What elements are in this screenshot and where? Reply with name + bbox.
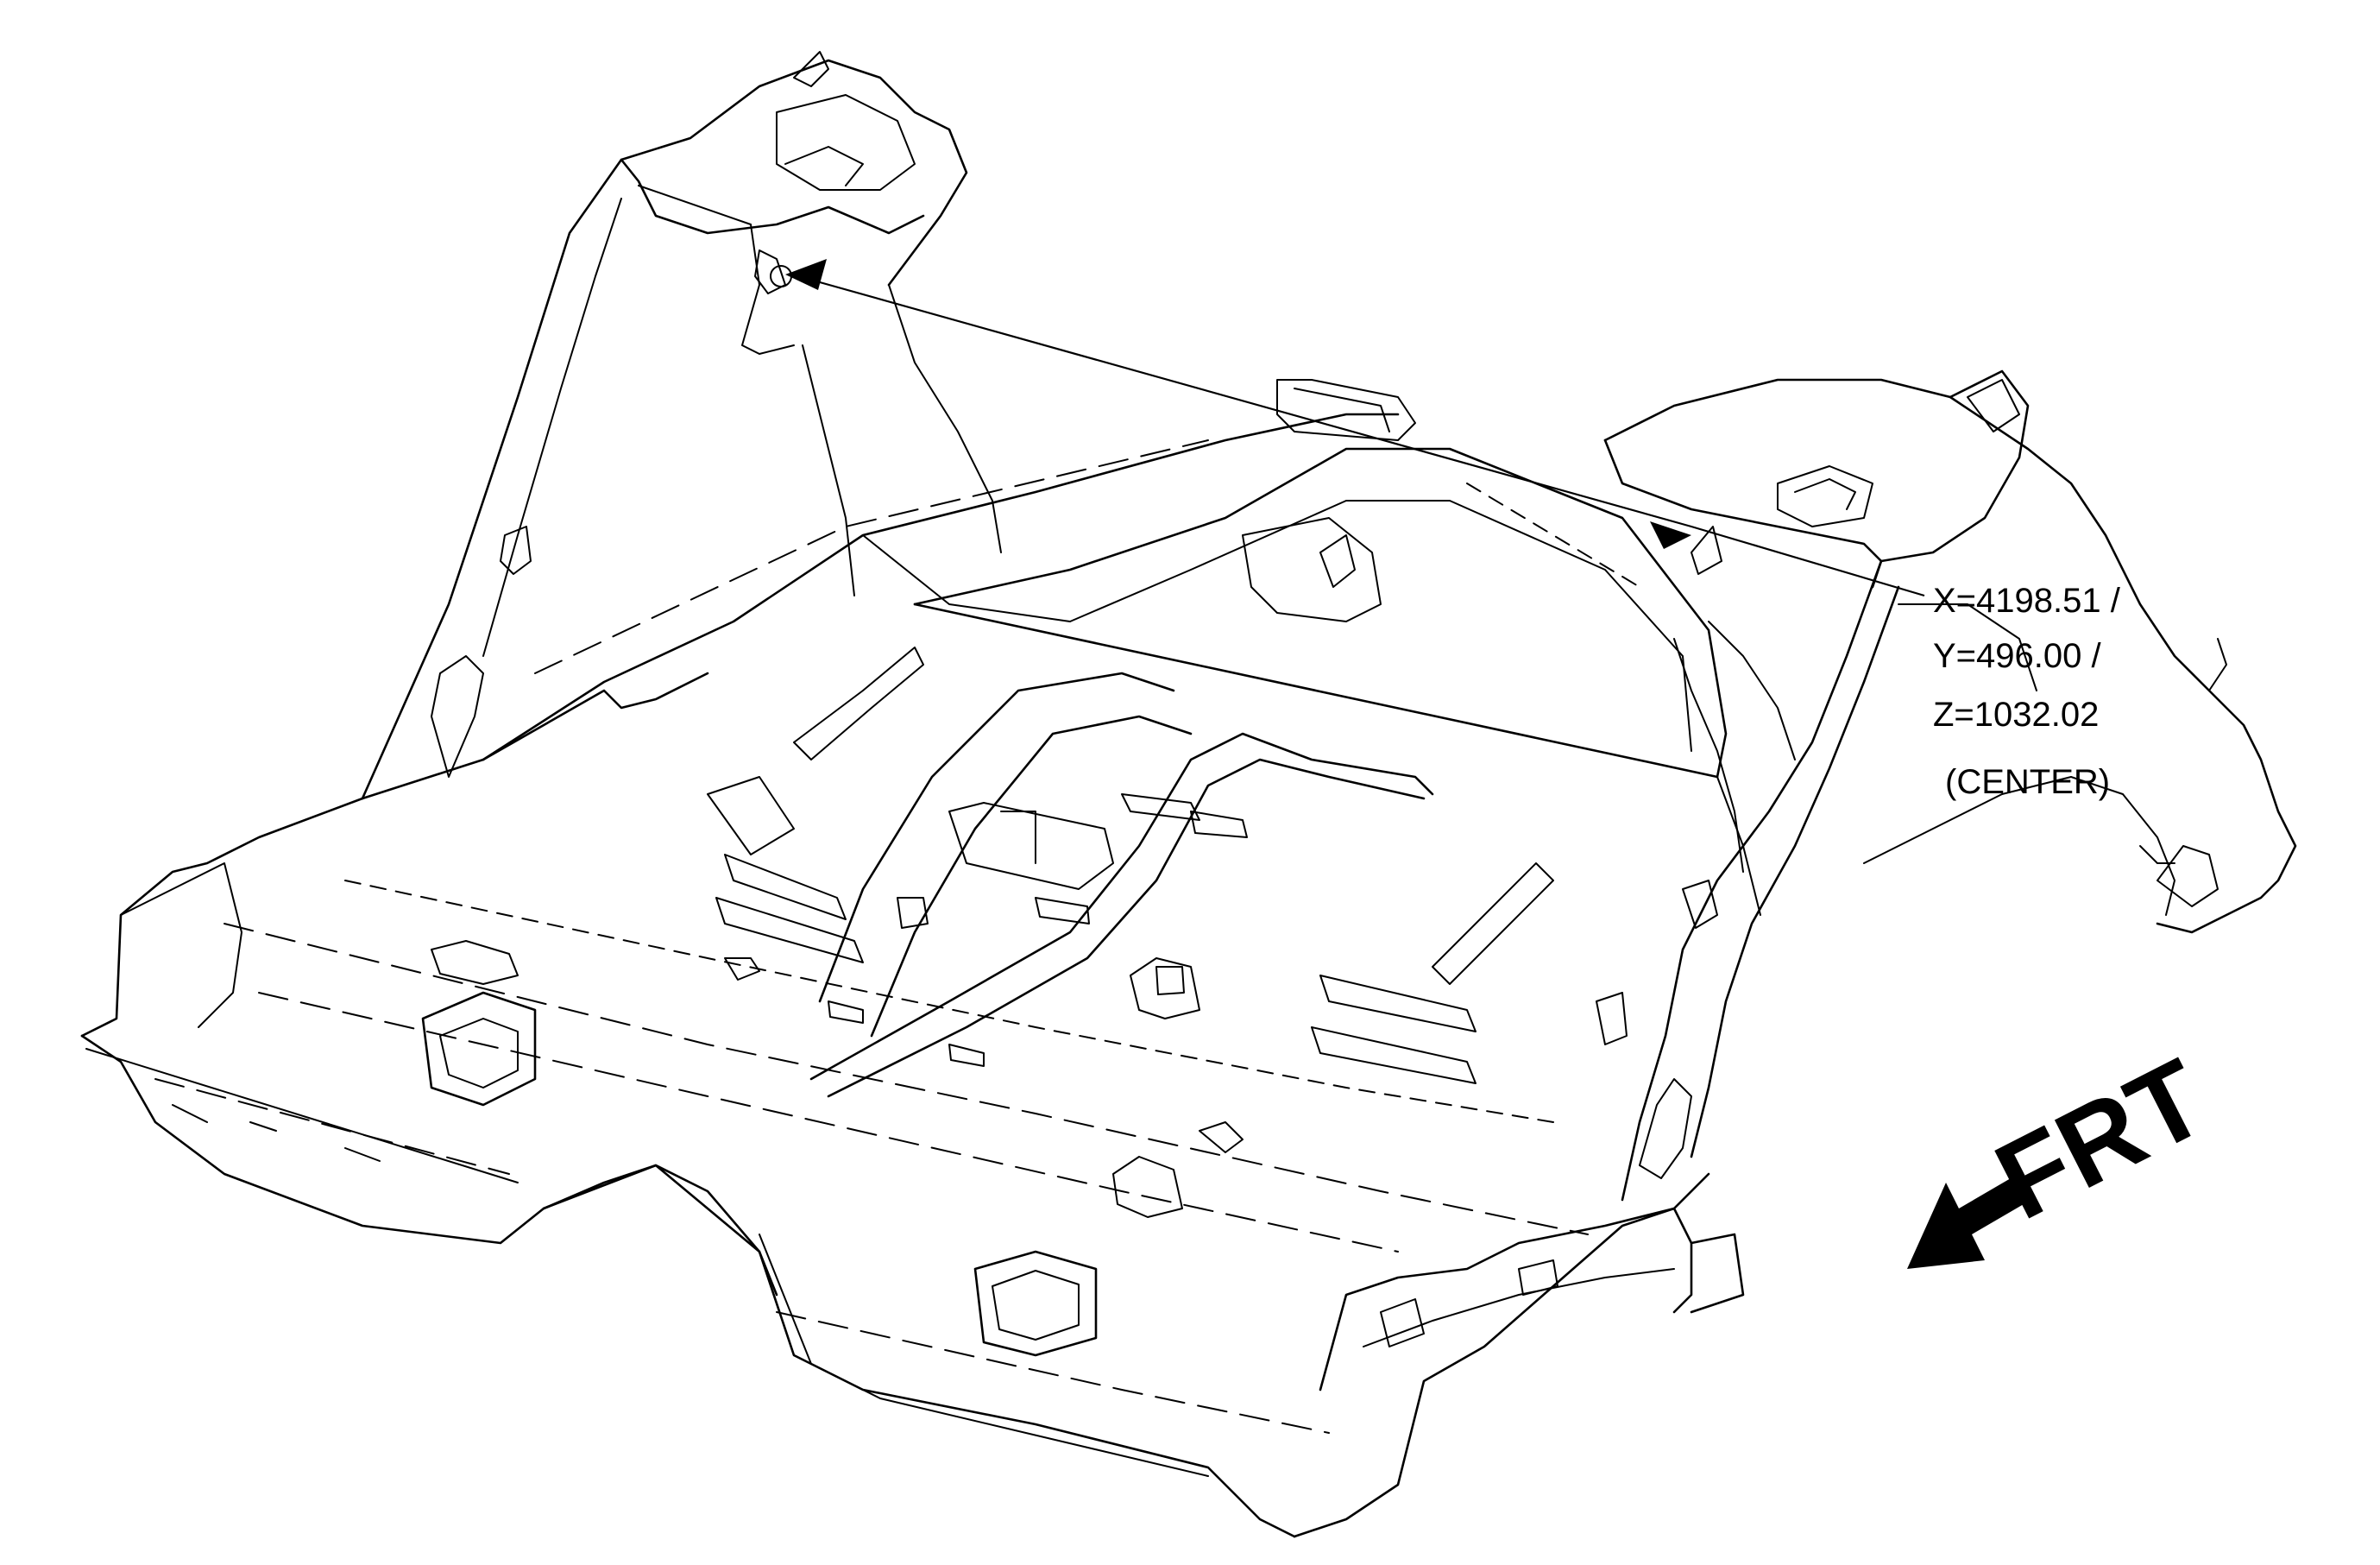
- leader-arrowhead-right: [1650, 521, 1691, 549]
- front-crossmember: [1319, 1207, 1745, 1391]
- left-sill: [80, 797, 778, 1297]
- callout-center-note: (CENTER): [1945, 763, 2111, 801]
- right-quarter: [1863, 395, 2297, 934]
- floor-wells: [421, 940, 1244, 1357]
- floor-ribs: [707, 647, 1554, 1084]
- callout-x-coordinate: X=4198.51 /: [1933, 582, 2120, 620]
- front-direction-arrow-icon: [1907, 1178, 2024, 1269]
- callout-y-coordinate: Y=496.00 /: [1933, 637, 2101, 675]
- right-rear-wheelhouse: [1596, 369, 2030, 1202]
- floor-pan: [224, 603, 1719, 1538]
- callout-z-coordinate: Z=1032.02: [1933, 696, 2100, 734]
- measurement-point-left: [770, 265, 792, 287]
- rear-panel: [482, 379, 1728, 779]
- left-rear-wheelhouse: [361, 51, 1002, 800]
- callout-leader: [770, 259, 1925, 597]
- leader-arrowhead-left: [785, 259, 827, 290]
- center-tunnel: [809, 672, 1434, 1098]
